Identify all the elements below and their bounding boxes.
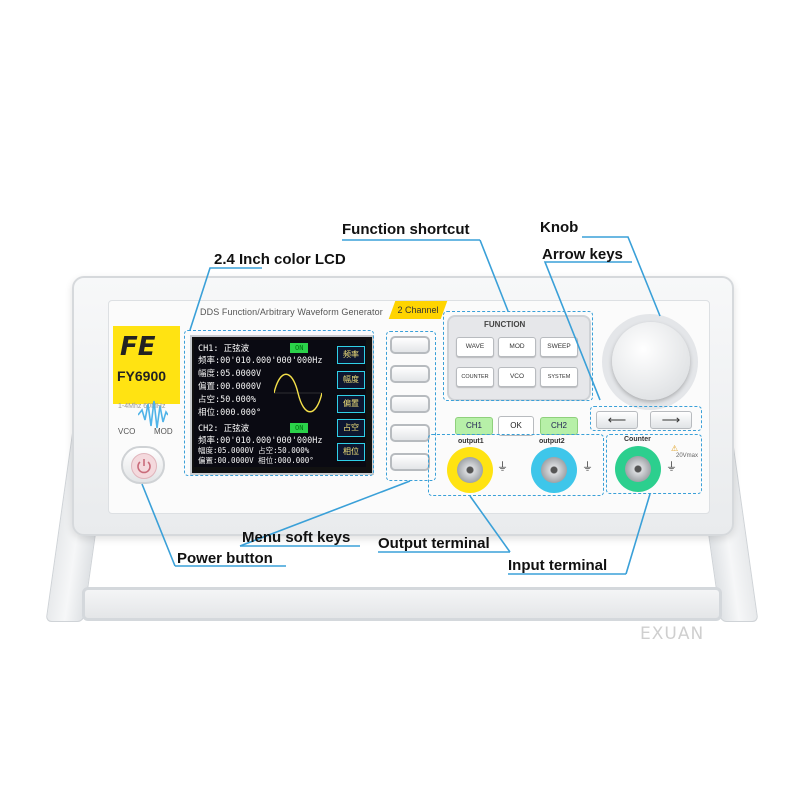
function-highlight: [443, 311, 593, 401]
lcd-soft-tab: 占空: [337, 419, 365, 437]
arrow-right-button[interactable]: ⟶: [650, 411, 692, 429]
lcd-soft-tab: 幅度: [337, 371, 365, 389]
menu-soft-key-5[interactable]: [390, 453, 430, 471]
input-highlight: [606, 434, 702, 494]
sweep-button[interactable]: SWEEP: [540, 337, 578, 357]
counter-label: Counter: [624, 436, 651, 443]
vco-button[interactable]: VCO: [498, 367, 536, 387]
counter-bnc-icon: [625, 456, 651, 482]
lcd-ch1-row: 占空:50.000%: [198, 395, 256, 405]
rotary-knob[interactable]: [612, 322, 690, 400]
wave-decoration-icon: [138, 400, 168, 429]
lcd-ch2-header: CH2: 正弦波: [198, 424, 250, 434]
menu-soft-key-3[interactable]: [390, 395, 430, 413]
lcd-ch1-row: 频率:00'010.000'000'000Hz: [198, 356, 323, 366]
logo-plate: [113, 326, 180, 404]
output2-bnc-icon: [541, 457, 567, 483]
panel-title: DDS Function/Arbitrary Waveform Generato…: [200, 307, 383, 317]
sine-wave-icon: [274, 373, 322, 413]
lcd-ch2-row: 频率:00'010.000'000'000Hz: [198, 436, 323, 446]
annotation-power-button: Power button: [177, 550, 273, 567]
menu-soft-key-2[interactable]: [390, 365, 430, 383]
ground-icon: ⏚: [582, 461, 593, 473]
watermark: EXUAN: [640, 624, 705, 644]
counter-button[interactable]: COUNTER: [456, 367, 494, 387]
warning-icon: ⚠: [671, 444, 679, 453]
vco-label: VCO: [118, 427, 136, 436]
lcd-ch2-row: 幅度:05.0000V 占空:50.000%: [198, 446, 310, 455]
lcd-soft-tab: 相位: [337, 443, 365, 461]
annotation-function-shortcut: Function shortcut: [342, 221, 470, 238]
stand-handle-bar: [82, 587, 722, 621]
output2-label: output2: [539, 438, 565, 445]
mod-label: MOD: [154, 427, 173, 436]
lcd-soft-tab: 偏置: [337, 395, 365, 413]
annotation-output-terminal: Output terminal: [378, 535, 490, 552]
output-highlight: [428, 434, 604, 496]
annotation-lcd: 2.4 Inch color LCD: [214, 251, 346, 268]
menu-soft-key-1[interactable]: [390, 336, 430, 354]
lcd-ch2-row: 偏置:00.0000V 相位:000.000°: [198, 456, 314, 465]
annotation-arrow-keys: Arrow keys: [542, 246, 623, 263]
annotation-knob: Knob: [540, 219, 579, 236]
power-symbol-icon: [137, 459, 151, 474]
lcd-ch1-row: 幅度:05.0000V: [198, 369, 262, 379]
counter-warning: 20Vmax: [676, 453, 699, 459]
lcd-soft-tab: 频率: [337, 346, 365, 364]
menu-soft-key-4[interactable]: [390, 424, 430, 442]
wave-button[interactable]: WAVE: [456, 337, 494, 357]
arrow-keys-highlight: [590, 406, 702, 431]
lcd-ch1-row: 相位:000.000°: [198, 408, 262, 418]
output1-label: output1: [458, 438, 484, 445]
lcd-ch1-header: CH1: 正弦波: [198, 344, 250, 354]
power-icon: [131, 453, 157, 479]
ground-icon: ⏚: [666, 461, 677, 473]
lcd-ch1-row: 偏置:00.0000V: [198, 382, 262, 392]
function-header: FUNCTION: [484, 320, 526, 329]
lcd-screen: CH1: 正弦波 ON 频率:00'010.000'000'000Hz 幅度:0…: [194, 340, 366, 467]
arrow-left-button[interactable]: ⟵: [596, 411, 638, 429]
model-label: FY6900: [117, 368, 167, 384]
ground-icon: ⏚: [497, 461, 508, 473]
lcd-ch2-status: ON: [290, 423, 309, 433]
soft-keys-highlight: [386, 331, 436, 481]
ok-button[interactable]: OK: [498, 416, 534, 436]
mod-button[interactable]: MOD: [498, 337, 536, 357]
frequency-tag: 1-4Mhz 60MHz: [118, 403, 166, 410]
lcd-ch1-status: ON: [290, 343, 309, 353]
lcd-highlight: [184, 330, 374, 476]
brand-logo: FE: [120, 332, 156, 362]
annotation-menu-soft-keys: Menu soft keys: [242, 529, 351, 546]
output1-bnc-icon: [457, 457, 483, 483]
system-button[interactable]: SYSTEM: [540, 367, 578, 387]
annotation-input-terminal: Input terminal: [508, 557, 608, 574]
